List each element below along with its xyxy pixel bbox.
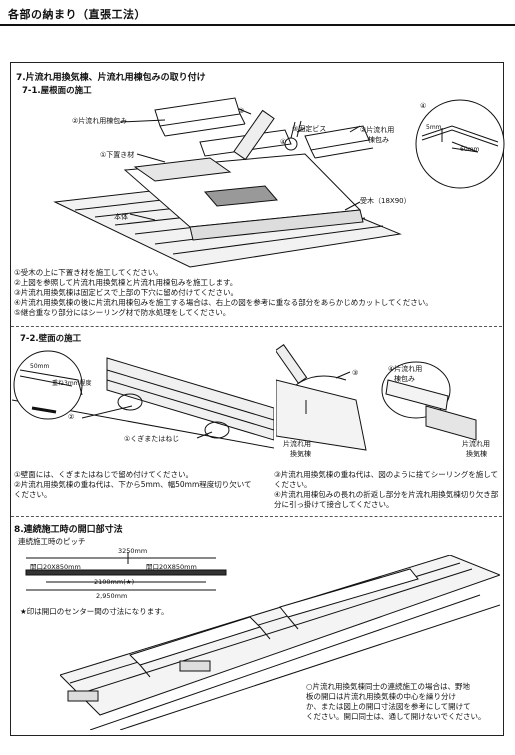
- note-7-2-3: ③片流れ用換気棟の重ね代は、図のように捨てシーリングを施してください。: [274, 470, 498, 489]
- label-nail: ①くぎまたはねじ: [124, 435, 180, 443]
- label-vent-2: 換気棟: [290, 450, 311, 458]
- detail-5mm: 5mm: [426, 124, 442, 131]
- header-rule: [0, 24, 515, 26]
- pitch-diagram: [25, 552, 227, 591]
- continuous-install-illustration: [60, 555, 500, 730]
- detail-num: ④: [420, 102, 427, 110]
- dim-2100: 2100mm(★): [94, 578, 135, 586]
- divider-8: [11, 516, 502, 517]
- label-roof: 本体: [114, 213, 128, 221]
- section8-subtitle: 連続施工時のピッチ: [18, 537, 86, 546]
- label-n2: ②: [68, 413, 75, 421]
- label-screw: ③固定ビス: [292, 125, 327, 133]
- detail-60mm: 60mm: [460, 146, 480, 153]
- section7-1-title: 7-1.屋根面の施工: [22, 86, 92, 96]
- label-50mm: 50mm: [30, 363, 50, 370]
- label-vent-4: 換気棟: [466, 450, 487, 458]
- note-7-1-1: ①受木の上に下置き材を施工してください。: [14, 268, 163, 277]
- dim-2950: 2,950mm: [96, 592, 128, 600]
- section7-title: 7.片流れ用換気棟、片流れ用棟包みの取り付け: [16, 73, 206, 83]
- star-note: ★印は開口のセンター間の寸法になります。: [20, 607, 169, 616]
- bottom-note-1: ○片流れ用換気棟同士の連続施工の場合は、野地: [306, 682, 471, 691]
- wall-construction-illustration: [12, 350, 274, 449]
- notes-7-2-right: ③片流れ用換気棟の重ね代は、図のように捨てシーリングを施してください。 ④片流れ…: [274, 470, 500, 510]
- bottom-note: ○片流れ用換気棟同士の連続施工の場合は、野地 板の開口は片流れ用換気棟の中心を繰…: [306, 682, 502, 722]
- bottom-note-4: ください。開口同士は、通して開けないでください。: [306, 712, 486, 721]
- bottom-note-3: か、または図上の開口寸法図を参考にして開けて: [306, 702, 471, 711]
- label-cap-right-1: ②片流れ用: [360, 126, 395, 134]
- label-num4: ④: [280, 138, 287, 146]
- note-7-1-2: ②上図を参照して片流れ用換気棟と片流れ用棟包みを施工します。: [14, 278, 238, 287]
- section7-2-title: 7-2.壁面の施工: [20, 334, 82, 344]
- label-base: ①下置き材: [100, 151, 135, 159]
- dim-open-1: 開口20X850mm: [30, 563, 81, 571]
- label-cap: ②片流れ用棟包み: [72, 117, 128, 125]
- label-cap-b: 棟包み: [394, 375, 415, 383]
- note-7-2-2: ②片流れ用換気棟の重ね代は、下から5mm、幅50mm程度切り欠いてください。: [14, 480, 252, 499]
- label-overlap-3mm: 重ね3mm程度: [52, 380, 92, 387]
- content-frame: [10, 62, 504, 736]
- dim-open-2: 開口20X850mm: [146, 563, 197, 571]
- divider-7-2: [11, 326, 502, 327]
- notes-7-2-left: ①壁面には、くぎまたはねじで留め付けてください。 ②片流れ用換気棟の重ね代は、下…: [14, 470, 254, 500]
- detail-circle-illustration: [415, 99, 505, 189]
- notes-7-1: ①受木の上に下置き材を施工してください。 ②上図を参照して片流れ用換気棟と片流れ…: [14, 268, 433, 318]
- label-cap-a: ④片流れ用: [388, 365, 423, 373]
- note-7-2-4: ④片流れ用棟包みの長れの折返し部分を片流れ用換気棟切り欠き部分に引っ掛けて接合し…: [274, 490, 499, 509]
- label-ridge: 受木（18X90）: [360, 197, 411, 205]
- label-n3: ③: [352, 369, 359, 377]
- wall-vent-detail-illustration: [276, 344, 477, 451]
- dim-3250: 3250mm: [118, 547, 148, 555]
- label-vent-1: 片流れ用: [283, 440, 311, 448]
- label-num3: ③: [238, 107, 245, 115]
- bottom-note-2: 板の開口は片流れ用換気棟の中心を繰り分け: [306, 692, 456, 701]
- label-vent-3: 片流れ用: [462, 440, 490, 448]
- roof-construction-illustration: [53, 97, 402, 268]
- note-7-1-3: ③片流れ用換気棟は固定ビスで上部の下穴に留め付けてください。: [14, 288, 238, 297]
- label-cap-right-2: 棟包み: [368, 136, 389, 144]
- note-7-2-1: ①壁面には、くぎまたはねじで留め付けてください。: [14, 470, 193, 479]
- note-7-1-5: ⑤継合重なり部分にはシーリング材で防水処理をしてください。: [14, 308, 231, 317]
- page-header-title: 各部の納まり（直張工法）: [8, 8, 146, 21]
- section8-title: 8.連続施工時の開口部寸法: [14, 525, 123, 535]
- note-7-1-4: ④片流れ用換気棟の後に片流れ用棟包みを施工する場合は、右上の図を参考に重なる部分…: [14, 298, 433, 307]
